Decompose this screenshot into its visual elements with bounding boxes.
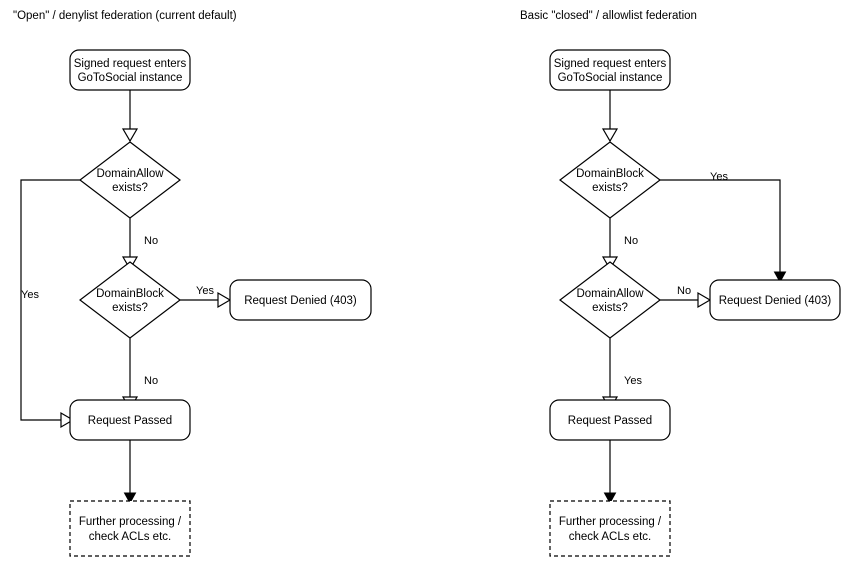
further-processing-box-right[interactable] — [549, 500, 671, 557]
node-decision-domainblock-left[interactable]: DomainBlock exists? — [79, 261, 181, 339]
edge-block-no-to-allow-right: No — [601, 218, 638, 271]
domainblock-label-line1-left: DomainBlock — [96, 288, 164, 300]
node-decision-domainblock-right[interactable]: DomainBlock exists? — [559, 141, 661, 219]
edge-label-allow-yes-left: Yes — [21, 289, 39, 301]
node-request-denied-left[interactable]: Request Denied (403) — [229, 279, 372, 321]
node-further-processing-left[interactable]: Further processing / check ACLs etc. — [69, 500, 191, 557]
entry-label-line1-right: Signed request enters — [554, 58, 667, 70]
domainallow-label-line2-left: exists? — [112, 182, 148, 194]
edge-allow-no-to-block-left: No — [121, 218, 158, 271]
node-further-processing-right[interactable]: Further processing / check ACLs etc. — [549, 500, 671, 557]
node-decision-domainallow-right[interactable]: DomainAllow exists? — [559, 261, 661, 339]
panel-closed-allowlist: Basic "closed" / allowlist federation Si… — [520, 10, 841, 557]
further-processing-label-line2-right: check ACLs etc. — [569, 531, 651, 543]
edge-label-allow-no-right: No — [677, 285, 691, 297]
domainblock-label-line2-right: exists? — [592, 182, 628, 194]
node-entry-right[interactable]: Signed request enters GoToSocial instanc… — [549, 49, 671, 91]
edge-label-block-no-left: No — [144, 375, 158, 387]
edge-entry-to-block-right — [601, 90, 619, 143]
panel-title-right: Basic "closed" / allowlist federation — [520, 10, 697, 22]
edge-label-block-yes-right: Yes — [710, 171, 728, 183]
edge-label-block-no-right: No — [624, 235, 638, 247]
domainallow-label-line1-right: DomainAllow — [576, 288, 644, 300]
further-processing-label-line2-left: check ACLs etc. — [89, 531, 171, 543]
domainallow-label-line1-left: DomainAllow — [96, 168, 164, 180]
node-request-denied-right[interactable]: Request Denied (403) — [709, 279, 841, 321]
domainblock-label-line2-left: exists? — [112, 302, 148, 314]
entry-label-line2-left: GoToSocial instance — [78, 72, 183, 84]
edge-label-block-yes-left: Yes — [196, 285, 214, 297]
panel-title-left: "Open" / denylist federation (current de… — [13, 10, 237, 22]
edge-passed-to-further-left — [123, 440, 137, 505]
panel-open-denylist: "Open" / denylist federation (current de… — [13, 10, 372, 557]
node-request-passed-left[interactable]: Request Passed — [69, 399, 191, 441]
request-denied-box-right[interactable] — [709, 279, 841, 321]
request-passed-label-left: Request Passed — [88, 415, 172, 427]
further-processing-label-line1-left: Further processing / — [79, 516, 182, 528]
domainallow-label-line2-right: exists? — [592, 302, 628, 314]
edge-entry-to-allow-left — [121, 90, 139, 143]
request-denied-label-right: Request Denied (403) — [719, 295, 832, 307]
domainblock-label-line1-right: DomainBlock — [576, 168, 644, 180]
edge-block-yes-to-denied-right: Yes — [660, 171, 787, 284]
entry-label-line1-left: Signed request enters — [74, 58, 187, 70]
further-processing-label-line1-right: Further processing / — [559, 516, 662, 528]
edge-label-allow-no-left: No — [144, 235, 158, 247]
edge-label-allow-yes-right: Yes — [624, 375, 642, 387]
node-request-passed-right[interactable]: Request Passed — [549, 399, 671, 441]
further-processing-box-left[interactable] — [69, 500, 191, 557]
entry-label-line2-right: GoToSocial instance — [558, 72, 663, 84]
edge-allow-yes-to-passed-left: Yes — [20, 179, 80, 429]
node-entry-left[interactable]: Signed request enters GoToSocial instanc… — [69, 49, 191, 91]
request-denied-box-left[interactable] — [229, 279, 372, 321]
node-decision-domainallow-left[interactable]: DomainAllow exists? — [79, 141, 181, 219]
edge-allow-no-to-denied-right: No — [660, 285, 712, 309]
edge-allow-yes-to-passed-right: Yes — [601, 338, 642, 411]
edge-block-no-to-passed-left: No — [121, 338, 158, 411]
request-denied-label-left: Request Denied (403) — [244, 295, 357, 307]
edge-block-yes-to-denied-left: Yes — [180, 285, 232, 309]
edge-passed-to-further-right — [603, 440, 617, 505]
request-passed-label-right: Request Passed — [568, 415, 652, 427]
